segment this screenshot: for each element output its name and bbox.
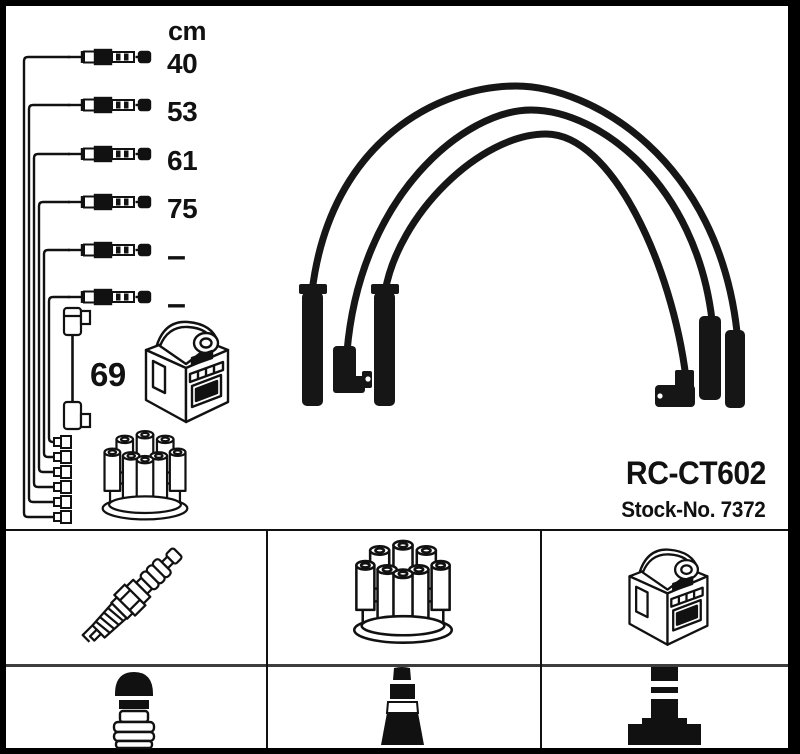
cable-length-value: –	[167, 237, 186, 275]
product-code: RC-CT602	[626, 455, 766, 491]
ignition-coil-illustration	[144, 320, 230, 424]
cell-divider-vertical	[266, 529, 268, 748]
ignition-lead-set-illustration	[299, 82, 745, 408]
straight-boot-icon	[112, 672, 156, 750]
cable-connector-icon	[66, 48, 152, 66]
cable-connector-icon	[66, 145, 152, 163]
cable-connector-icon	[66, 288, 152, 306]
cable-length-value: –	[167, 285, 186, 323]
coil-wire-icon	[62, 306, 92, 431]
distributor-cap-icon	[352, 539, 454, 644]
spark-plug-icon	[77, 540, 190, 653]
cable-length-value: 75	[167, 193, 198, 224]
cable-length-value: 40	[167, 48, 198, 79]
tapered-boot-icon	[381, 667, 424, 745]
ignition-coil-icon	[628, 548, 709, 646]
unit-header-label: cm	[168, 16, 207, 46]
cell-divider-vertical	[540, 529, 542, 748]
cable-connector-icon	[66, 193, 152, 211]
cable-connector-icon	[66, 241, 152, 259]
distributor-terminal-icons	[53, 435, 72, 524]
panel-divider-horizontal	[6, 529, 788, 531]
coil-wire-length-value: 69	[90, 356, 126, 393]
distributor-cap-illustration	[101, 429, 189, 521]
cable-length-value: 61	[167, 145, 198, 176]
cable-connector-icon	[66, 96, 152, 114]
stock-number: Stock-No. 7372	[621, 497, 767, 522]
row-divider-horizontal	[6, 664, 788, 667]
pedestal-boot-icon	[628, 667, 701, 745]
length-bracket	[22, 55, 72, 524]
cable-length-value: 53	[167, 96, 198, 127]
